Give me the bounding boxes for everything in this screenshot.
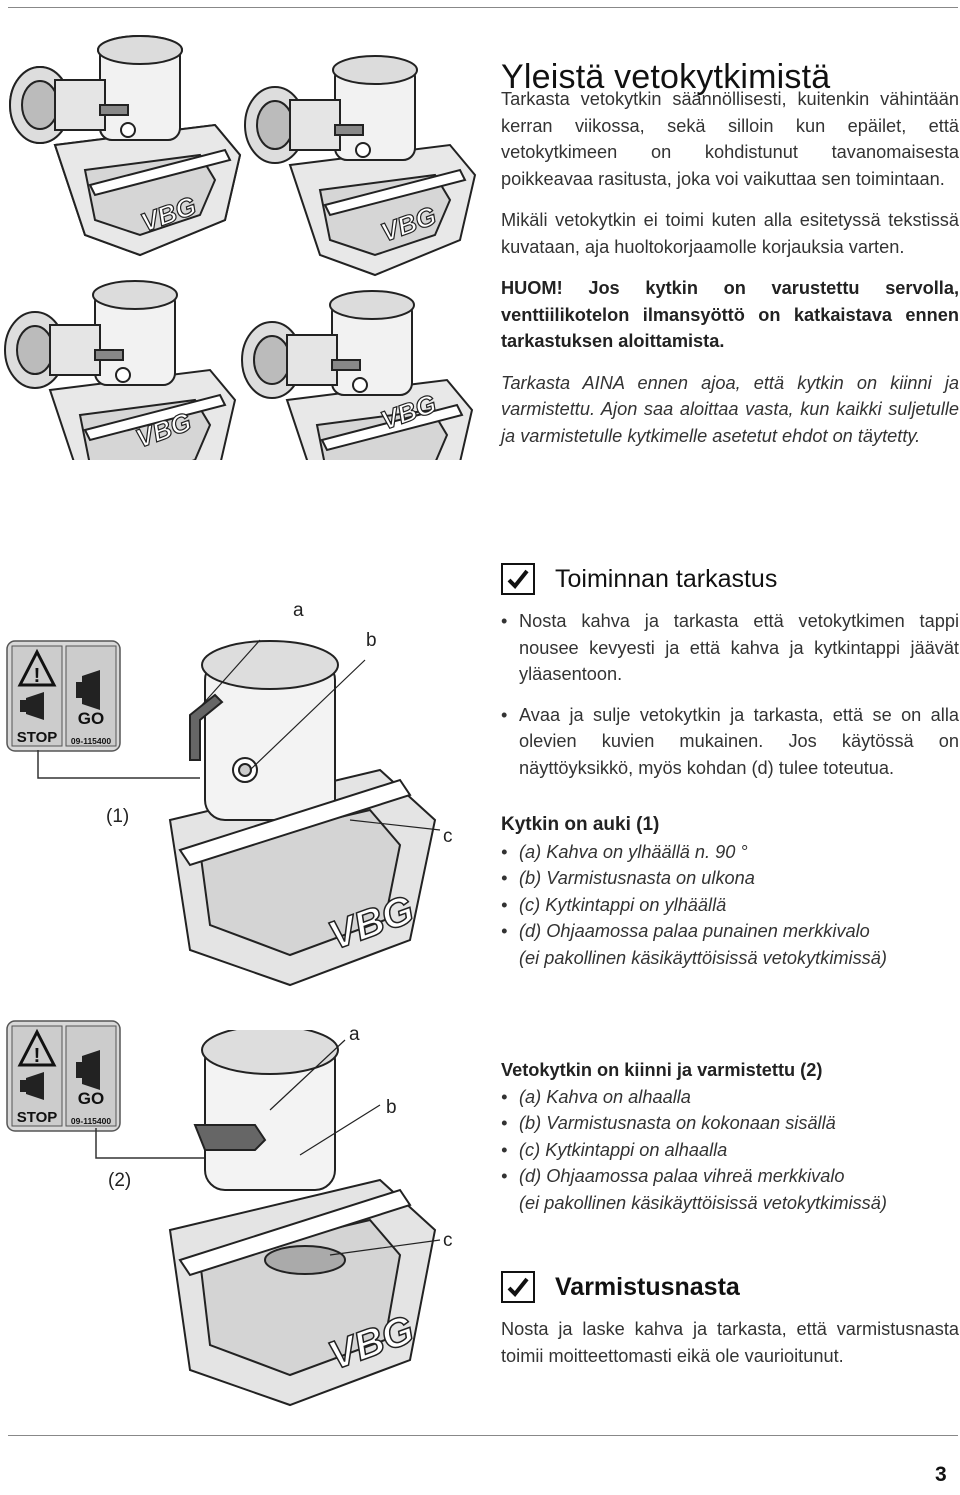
code-label: 09-115400	[71, 736, 111, 746]
leader-line-2	[95, 1128, 210, 1159]
stop-label: STOP	[17, 1109, 58, 1126]
intro-paragraph-2: Mikäli vetokytkin ei toimi kuten alla es…	[501, 210, 959, 257]
intro-paragraph-italic: Tarkasta AINA ennen ajoa, että kytkin on…	[501, 372, 959, 446]
closed-item: (b) Varmistusnasta on kokonaan sisällä	[501, 1110, 959, 1137]
bottom-rule	[8, 1435, 958, 1436]
closed-state-heading: Vetokytkin on kiinni ja varmistettu (2)	[501, 1060, 823, 1080]
label-a-2: a	[349, 1024, 360, 1045]
closed-state-text: Vetokytkin on kiinni ja varmistettu (2) …	[501, 1057, 959, 1216]
bullet-item: Avaa ja sulje vetokytkin ja tarkasta, et…	[501, 702, 959, 782]
top-rule	[8, 7, 958, 8]
stop-label: STOP	[17, 729, 58, 746]
label-a-1: a	[293, 600, 304, 621]
checkmark-icon	[501, 1271, 535, 1303]
warning-note: HUOM! Jos kytkin on varustettu servolla,…	[501, 278, 959, 351]
open-item: (d) Ohjaamossa palaa punainen merkkivalo	[501, 918, 959, 945]
closed-item: (c) Kytkintappi on alhaalla	[501, 1137, 959, 1164]
label-c-2: c	[443, 1230, 453, 1251]
section-heading-pin: Varmistusnasta	[501, 1271, 740, 1303]
indicator-panel-2: ! STOP GO 09-115400	[6, 1020, 121, 1132]
open-item: (c) Kytkintappi on ylhäällä	[501, 892, 959, 919]
closed-item: (d) Ohjaamossa palaa vihreä merkkivalo	[501, 1163, 959, 1190]
indicator-panel-1: ! STOP GO 09-115400	[6, 640, 121, 752]
check-bullets: Nosta kahva ja tarkasta että vetokytkime…	[501, 608, 959, 781]
svg-text:!: !	[34, 665, 41, 687]
section-title: Varmistusnasta	[555, 1272, 740, 1301]
code-label: 09-115400	[71, 1116, 111, 1126]
pin-paragraph: Nosta ja laske kahva ja tarkasta, että v…	[501, 1319, 959, 1366]
open-state-text: Kytkin on auki (1) (a) Kahva on ylhäällä…	[501, 812, 959, 971]
bullet-item: Nosta kahva ja tarkasta että vetokytkime…	[501, 608, 959, 688]
closed-item: (a) Kahva on alhaalla	[501, 1084, 959, 1111]
page-number: 3	[935, 1463, 947, 1486]
label-c-1: c	[443, 826, 453, 847]
open-item: (a) Kahva on ylhäällä n. 90 °	[501, 839, 959, 866]
section-heading-check: Toiminnan tarkastus	[501, 563, 777, 595]
figure-label-1: (1)	[106, 806, 130, 827]
closed-state-note: (ei pakollinen käsikäyttöisissä vetokytk…	[519, 1192, 887, 1213]
svg-text:!: !	[34, 1045, 41, 1067]
open-state-note: (ei pakollinen käsikäyttöisissä vetokytk…	[519, 947, 887, 968]
leader-line-1	[37, 750, 200, 779]
intro-paragraph-1: Tarkasta vetokytkin säännöllisesti, kuit…	[501, 89, 959, 189]
open-item: (b) Varmistusnasta on ulkona	[501, 865, 959, 892]
open-state-heading: Kytkin on auki (1)	[501, 814, 660, 835]
label-b-2: b	[386, 1097, 397, 1118]
page-title: Yleistä vetokytkimistä	[501, 57, 831, 96]
go-label: GO	[78, 1089, 104, 1108]
checkmark-icon	[501, 563, 535, 595]
label-b-1: b	[366, 630, 377, 651]
coupling-illustrations-top: VBG VBG VBG VBG	[4, 35, 476, 460]
go-label: GO	[78, 709, 104, 728]
coupling-closed-drawing: VBG	[168, 1030, 441, 1407]
figure-label-2: (2)	[108, 1170, 132, 1191]
intro-text: Tarkasta vetokytkin säännöllisesti, kuit…	[501, 86, 959, 449]
section-title: Toiminnan tarkastus	[555, 564, 778, 593]
coupling-open-drawing: VBG	[168, 639, 441, 987]
